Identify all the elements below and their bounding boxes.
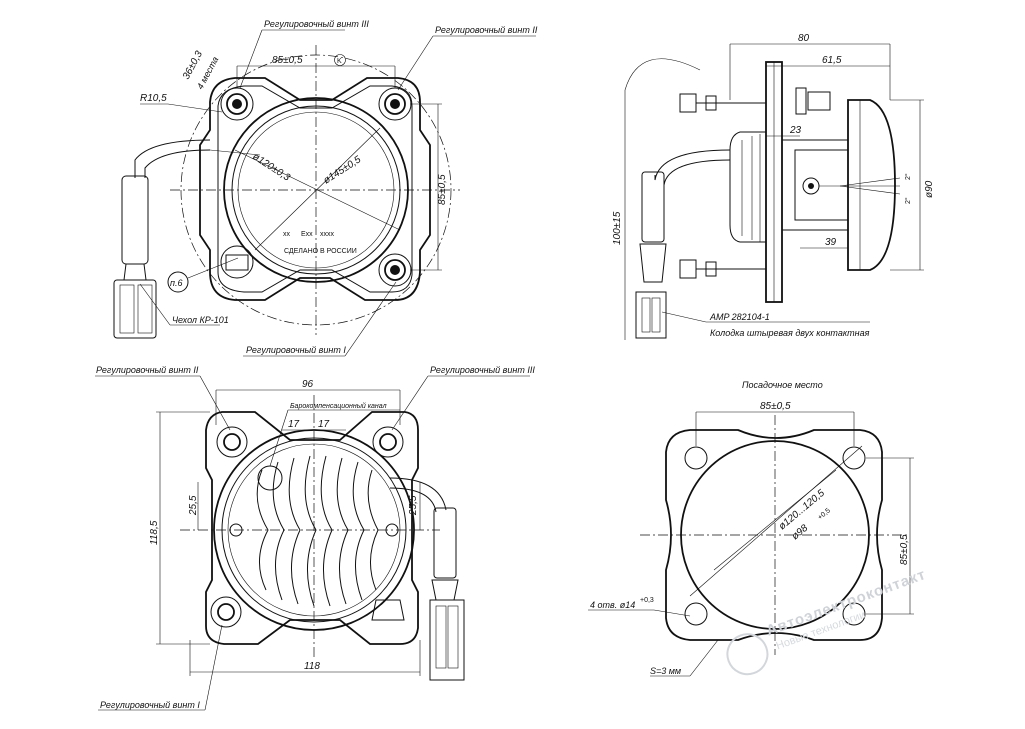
screw-boss-1 (378, 253, 412, 287)
mark-xxxx: xxxx (320, 231, 335, 238)
back-view (95, 375, 530, 711)
dim-85-top: 85±0,5 (272, 55, 303, 66)
screw-boss-2 (378, 87, 412, 121)
dim-17a: 17 (288, 419, 300, 430)
mount-thickness: S=3 мм (650, 666, 681, 676)
label-cover: Чехол КР-101 (172, 315, 229, 325)
watermark-brand: Автоэлектроконтакт (764, 566, 928, 640)
dim-145: ø145±0,5 (322, 154, 364, 186)
mount-view (588, 411, 914, 677)
dim-120: ø120±0,3 (250, 151, 292, 183)
label-screw-1-top: Регулировочный винт I (246, 345, 346, 355)
label-n6: п.6 (170, 278, 182, 288)
mark-xx: xx (283, 231, 291, 238)
back-screw-2 (216, 426, 248, 458)
label-amp: AMP 282104-1 (709, 312, 770, 322)
dim-25-5b: 25,5 (408, 495, 419, 516)
dim-100: 100±15 (612, 211, 623, 245)
mount-clip (220, 245, 254, 279)
label-screw-3-top: Регулировочный винт III (264, 19, 369, 29)
dim-17b: 17 (318, 419, 330, 430)
dim-85-mark: K (337, 58, 342, 65)
dim-80: 80 (798, 33, 810, 44)
label-baro-channel: Барокомпенсационный канал (290, 402, 387, 410)
mount-dim-85-v: 85±0,5 (899, 534, 910, 565)
mount-dim-98-tol: +0,5 (817, 507, 832, 521)
front-view (113, 29, 536, 357)
label-screw-3-bottom: Регулировочный винт III (430, 365, 535, 375)
back-screw-3 (372, 426, 404, 458)
dim-61-5: 61,5 (822, 55, 842, 66)
dim-39: 39 (825, 237, 837, 248)
label-screw-1-bottom: Регулировочный винт I (100, 700, 200, 710)
dim-96: 96 (302, 379, 314, 390)
back-clip (371, 599, 405, 621)
label-screw-2-top: Регулировочный винт II (435, 25, 538, 35)
side-view (624, 43, 924, 340)
dim-118: 118 (304, 661, 320, 672)
mark-exx: Exx (301, 231, 313, 238)
label-screw-2-bottom: Регулировочный винт II (96, 365, 199, 375)
mount-dim-98: ø98 (790, 523, 811, 543)
mount-holes: 4 отв. ø14 (590, 600, 635, 610)
angle-b: 2° (904, 197, 912, 204)
mount-holes-tol: +0,3 (640, 597, 654, 604)
dim-90: ø90 (924, 180, 935, 198)
watermark: Автоэлектроконтакт Новые технологии (726, 566, 928, 676)
label-connector: Колодка штыревая двух контактная (710, 328, 870, 338)
made-in-russia: СДЕЛАНО В РОССИИ (284, 248, 357, 255)
angle-a: 2° (904, 173, 912, 180)
mount-title: Посадочное место (742, 380, 823, 390)
dim-23: 23 (789, 125, 802, 136)
mount-dim-85-h: 85±0,5 (760, 401, 791, 412)
dim-85-vertical: 85±0,5 (437, 174, 448, 205)
back-screw-1 (210, 596, 242, 628)
dim-25-5a: 25,5 (188, 495, 199, 516)
dim-118-5: 118,5 (149, 520, 160, 545)
screw-boss-3 (220, 87, 254, 121)
dim-r10: R10,5 (140, 93, 167, 104)
